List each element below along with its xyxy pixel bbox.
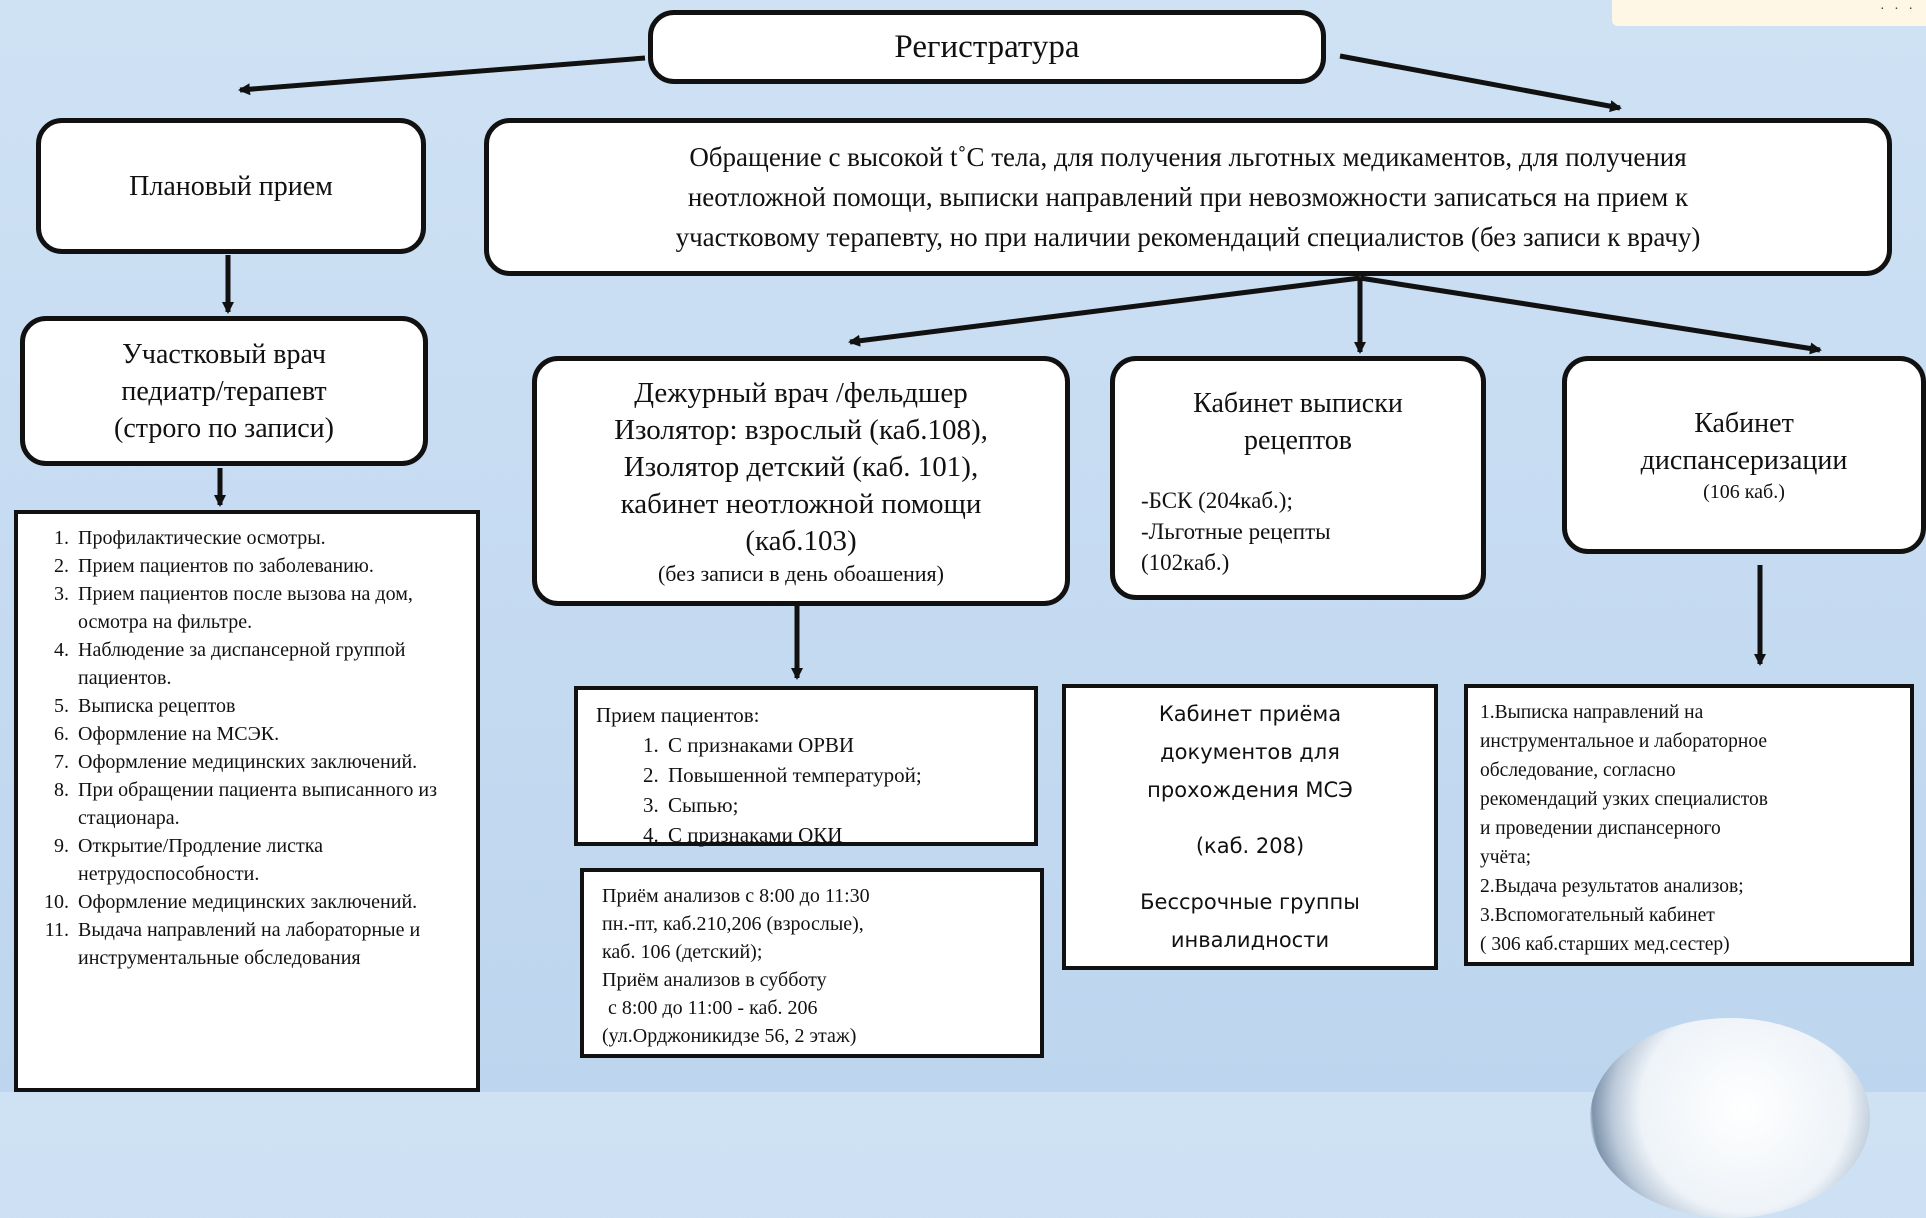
duty-doctor-line-2: Изолятор: взрослый (каб.108),	[614, 413, 988, 446]
walkin-box: Обращение с высокой t˚С тела, для получе…	[484, 118, 1892, 276]
district-service-item: Выдача направлений на лабораторные и инс…	[74, 916, 466, 972]
dispensary-service-line: и проведении диспансерного	[1480, 818, 1721, 839]
district-doctor-line-3: (строго по записи)	[114, 412, 334, 444]
district-service-item: Выписка рецептов	[74, 692, 466, 720]
prescriptions-box: Кабинет выписки рецептов -БСК (204каб.);…	[1110, 356, 1486, 600]
dispensary-title-1: Кабинет	[1694, 408, 1794, 439]
patient-reception-item: Повышенной температурой;	[664, 760, 922, 790]
district-service-item: Наблюдение за диспансерной группой пацие…	[74, 636, 466, 692]
analyses-box: Приём анализов с 8:00 до 11:30 пн.-пт, к…	[580, 868, 1044, 1058]
analyses-line: Приём анализов в субботу	[602, 969, 827, 991]
patient-reception-item: Сыпью;	[664, 790, 922, 820]
dispensary-service-line: рекомендаций узких специалистов	[1480, 789, 1768, 810]
duty-doctor-line-1: Дежурный врач /фельдшер	[634, 376, 968, 409]
mse-room: (каб. 208)	[1195, 834, 1305, 858]
patient-reception-box: Прием пациентов: С признаками ОРВИ Повыш…	[574, 686, 1038, 847]
district-service-item: Профилактические осмотры.	[74, 524, 466, 552]
planned-label: Плановый прием	[129, 170, 333, 202]
dispensary-service-line: 1.Выписка направлений на	[1480, 702, 1704, 723]
duty-doctor-line-4: кабинет неотложной помощи	[620, 487, 982, 520]
district-service-item: Оформление медицинских заключений.	[74, 888, 466, 916]
dispensary-service-line: ( 306 каб.старших мед.сестер)	[1480, 934, 1730, 955]
dispensary-room: (106 каб.)	[1703, 481, 1785, 503]
corner-dots: · · ·	[1880, 2, 1916, 17]
prescriptions-title-1: Кабинет выписки	[1193, 388, 1403, 419]
dispensary-box: Кабинет диспансеризации (106 каб.)	[1562, 356, 1926, 554]
dispensary-service-line: обследование, согласно	[1480, 760, 1676, 781]
corner-decoration: · · ·	[1612, 0, 1926, 26]
patient-reception-item: С признаками ОРВИ	[664, 730, 922, 760]
patient-reception-item: С признаками ОКИ	[664, 820, 922, 850]
district-service-item: Оформление медицинских заключений.	[74, 748, 466, 776]
analyses-line: каб. 106 (детский);	[602, 941, 763, 963]
duty-doctor-line-5: (каб.103)	[745, 524, 857, 557]
dispensary-service-line: учёта;	[1480, 847, 1532, 868]
mse-line: инвалидности	[1170, 928, 1330, 952]
arrow-registry-to-walkin	[1339, 53, 1622, 113]
dispensary-service-line: 2.Выдача результатов анализов;	[1480, 876, 1744, 897]
duty-doctor-line-3: Изолятор детский (каб. 101),	[623, 450, 979, 483]
arrow-walkin-to-dispensary	[1359, 275, 1822, 355]
walkin-line-2: неотложной помощи, выписки направлений п…	[687, 182, 1689, 212]
duty-doctor-box: Дежурный врач /фельдшер Изолятор: взросл…	[532, 356, 1070, 606]
mse-box: Кабинет приёма документов для прохождени…	[1062, 684, 1438, 970]
prescriptions-item: (102каб.)	[1141, 550, 1230, 575]
dispensary-title-2: диспансеризации	[1640, 445, 1848, 476]
analyses-line: пн.-пт, каб.210,206 (взрослые),	[602, 913, 864, 935]
district-doctor-line-1: Участковый врач	[122, 338, 326, 370]
district-services-list: Профилактические осмотры. Прием пациенто…	[28, 524, 466, 972]
connector-arrows	[214, 53, 1822, 680]
analyses-line: с 8:00 до 11:00 - каб. 206	[608, 997, 818, 1019]
analyses-line: (ул.Орджоникидзе 56, 2 этаж)	[602, 1025, 857, 1047]
district-doctor-line-2: педиатр/терапевт	[121, 375, 327, 407]
district-service-item: Прием пациентов после вызова на дом, осм…	[74, 580, 466, 636]
dispensary-service-line: инструментальное и лабораторное	[1480, 731, 1767, 752]
planned-box: Плановый прием	[36, 118, 426, 254]
arrow-walkin-to-duty	[848, 275, 1361, 347]
walkin-line-3: участковому терапевту, но при наличии ре…	[675, 222, 1701, 252]
prescriptions-item: -Льготные рецепты	[1141, 519, 1331, 544]
duty-doctor-note: (без записи в день обоашения)	[657, 560, 944, 586]
district-doctor-box: Участковый врач педиатр/терапевт (строго…	[20, 316, 428, 466]
prescriptions-items: -БСК (204каб.); -Льготные рецепты (102ка…	[1141, 485, 1331, 578]
dispensary-service-line: 3.Вспомогательный кабинет	[1480, 905, 1715, 926]
district-service-item: Оформление на МСЭК.	[74, 720, 466, 748]
analyses-line: Приём анализов с 8:00 до 11:30	[602, 885, 870, 907]
district-services-box: Профилактические осмотры. Прием пациенто…	[14, 510, 480, 1092]
patient-reception-heading: Прием пациентов:	[596, 703, 760, 727]
mse-line: Бессрочные группы	[1140, 890, 1360, 914]
arrow-registry-to-planned	[238, 55, 646, 96]
district-service-item: Открытие/Продление листка нетрудоспособн…	[74, 832, 466, 888]
mse-line: прохождения МСЭ	[1147, 778, 1353, 802]
dispensary-services-box: 1.Выписка направлений на инструментально…	[1464, 684, 1914, 966]
mse-line: Кабинет приёма	[1158, 702, 1342, 726]
walkin-line-1: Обращение с высокой t˚С тела, для получе…	[689, 142, 1687, 172]
patient-reception-list: С признаками ОРВИ Повышенной температуро…	[596, 730, 922, 850]
district-service-item: При обращении пациента выписанного из ст…	[74, 776, 466, 832]
prescriptions-title-2: рецептов	[1244, 425, 1352, 456]
prescriptions-item: -БСК (204каб.);	[1141, 488, 1293, 513]
registry-label: Регистратура	[894, 28, 1080, 65]
registry-box: Регистратура	[648, 10, 1326, 84]
district-service-item: Прием пациентов по заболеванию.	[74, 552, 466, 580]
mse-line: документов для	[1160, 740, 1340, 764]
